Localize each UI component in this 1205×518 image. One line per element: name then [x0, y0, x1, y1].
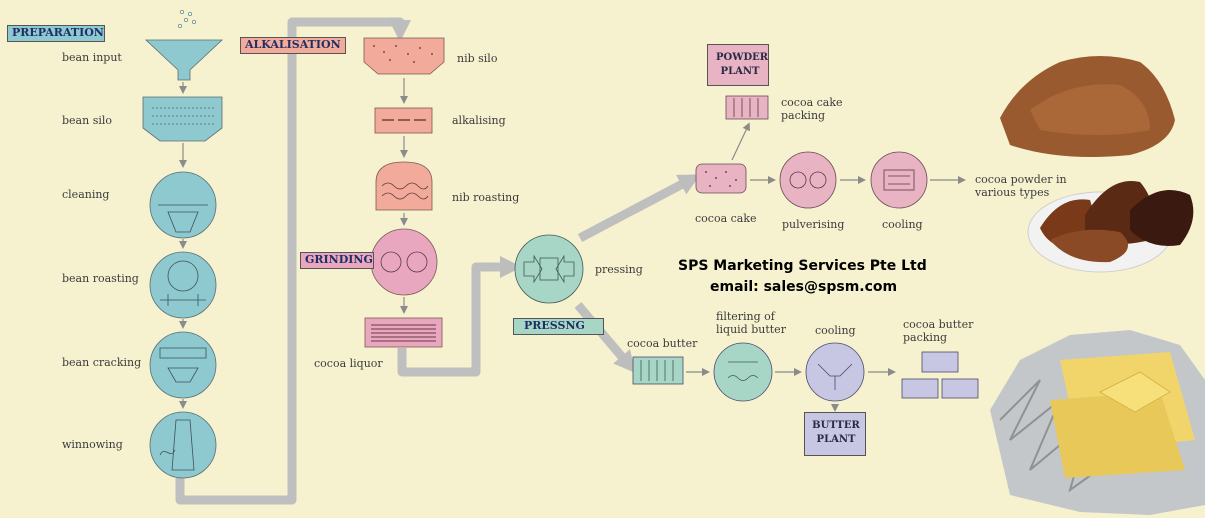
butter-line: [632, 342, 979, 412]
section-tag-pressing: PRESSNG: [513, 318, 604, 335]
section-tag-preparation: PREPARATION: [7, 25, 105, 42]
nib-silo-dots-icon: [373, 45, 433, 63]
label-bean-roasting: bean roasting: [62, 272, 139, 285]
label-pressing: pressing: [595, 263, 643, 276]
label-pulverising: pulverising: [782, 218, 845, 231]
cocoa-cake-icon: [695, 163, 747, 194]
label-nib-silo: nib silo: [457, 52, 498, 65]
cake-packing-icon: [725, 95, 769, 120]
butter-block-icon: [941, 378, 979, 399]
butter-block-icon: [901, 378, 939, 399]
cocoa-powder-image: [1000, 56, 1194, 273]
butter-cooler-icon: [805, 342, 865, 402]
cake-dots-icon: [705, 171, 737, 187]
section-tag-powder-plant: POWDER PLANT: [707, 44, 769, 86]
roaster-waves-icon: [381, 182, 429, 200]
label-butter-packing: cocoa butter packing: [903, 318, 974, 344]
label-alkalising: alkalising: [452, 114, 506, 127]
label-cooling-powder: cooling: [882, 218, 923, 231]
label-cocoa-liquor: cocoa liquor: [314, 357, 383, 370]
roasting-machine-icon: [149, 251, 217, 319]
label-nib-roasting: nib roasting: [452, 191, 520, 204]
butter-filter-icon: [713, 342, 773, 402]
section-tag-grinding: GRINDING: [300, 252, 374, 269]
cracking-machine-icon: [149, 331, 217, 399]
section-tag-butter-plant: BUTTER PLANT: [804, 412, 866, 456]
label-winnowing: winnowing: [62, 438, 123, 451]
nib-roaster-icon: [375, 161, 433, 211]
label-cocoa-powder: cocoa powder in various types: [975, 173, 1067, 199]
company-name: SPS Marketing Services Pte Ltd: [678, 258, 927, 274]
label-cleaning: cleaning: [62, 188, 110, 201]
winnowing-detail-icon: [159, 419, 195, 471]
bean-silo-icon: [142, 96, 223, 142]
cracking-detail-icon: [159, 347, 207, 383]
alkalisation-column: [363, 37, 445, 348]
label-bean-input: bean input: [62, 51, 122, 64]
label-cocoa-butter: cocoa butter: [627, 337, 698, 350]
label-cooling-butter: cooling: [815, 324, 856, 337]
label-bean-cracking: bean cracking: [62, 356, 142, 369]
bean-input-hopper-icon: [144, 39, 224, 81]
powder-cooler-icon: [870, 151, 928, 209]
winnowing-machine-icon: [149, 411, 217, 479]
preparation-column: [142, 9, 224, 479]
section-tag-alkalisation: ALKALISATION: [240, 37, 346, 54]
butter-block-icon: [921, 351, 959, 373]
cleaning-detail-icon: [158, 204, 208, 233]
label-bean-silo: bean silo: [62, 114, 112, 127]
bean-drops-icon: [177, 9, 196, 28]
press-icon: [514, 234, 584, 304]
label-filtering: filtering of liquid butter: [716, 310, 786, 336]
main-conduit: [175, 17, 701, 505]
nib-silo-icon: [363, 37, 445, 75]
company-email: email: sales@spsm.com: [710, 279, 898, 295]
label-cocoa-cake: cocoa cake: [695, 212, 757, 225]
cocoa-liquor-tank-icon: [364, 317, 443, 348]
cocoa-butter-image: [990, 330, 1205, 515]
pressing-unit: [514, 234, 584, 304]
roasting-drum-icon: [167, 260, 199, 292]
pulverising-mill-icon: [779, 151, 837, 209]
label-cocoa-cake-packing: cocoa cake packing: [781, 96, 843, 122]
cocoa-butter-tank-icon: [632, 356, 684, 385]
powder-line: [695, 95, 966, 209]
